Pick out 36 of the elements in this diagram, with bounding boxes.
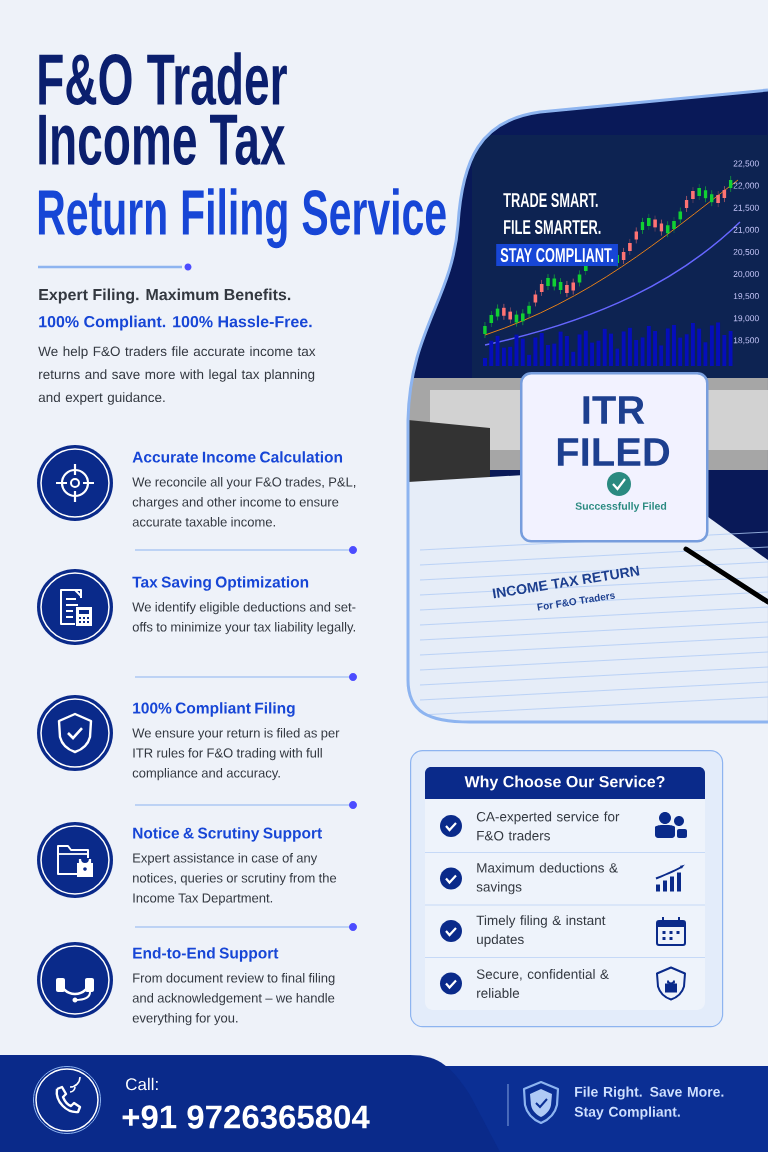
feature-heading: End-to-End Support	[133, 947, 279, 962]
reason-text: Maximum deductions & savings	[476, 862, 618, 895]
axis-label: 21,500	[733, 204, 759, 212]
axis-label: 19,500	[733, 293, 759, 301]
intro-text: We help F&O traders file accurate income tax returns and save more with legal tax planning and expert guidance.	[38, 346, 316, 405]
headline: F&O Trader Income Tax	[39, 52, 287, 166]
feature-heading: Notice & Scrutiny Support	[133, 827, 322, 842]
feature-heading: Accurate Income Calculation	[132, 451, 343, 463]
screen-text: FILE SMARTER.	[504, 219, 601, 235]
feature-heading: Tax Saving Optimization	[132, 576, 309, 591]
feature-description: We ensure your return is filed as per ITR rules for F&O trading with full compliance and accuracy.	[132, 728, 340, 781]
form-subtitle: For F&O Traders	[537, 593, 615, 611]
feature-heading: 100% Compliant Filing	[133, 702, 295, 717]
phone-number: +91 9726365804	[122, 1105, 370, 1129]
axis-label: 20,500	[733, 248, 759, 256]
axis-label: 20,000	[733, 271, 759, 278]
tagline: 100% Compliant. 100% Hassle-Free.	[39, 315, 312, 331]
headline: Return Filing Service	[38, 188, 446, 249]
axis-label: 21,000	[733, 226, 759, 234]
axis-label: 18,500	[733, 337, 759, 345]
slogan: File Right. Save More. Stay Compliant.	[574, 1086, 724, 1120]
screen-banner: STAY COMPLIANT.	[496, 243, 618, 267]
axis-label: 22,000	[733, 182, 759, 190]
feature-description: We identify eligible deductions and set-offs to minimize your tax liability legally.	[132, 602, 356, 635]
tagline: Expert Filing. Maximum Benefits.	[39, 288, 291, 304]
axis-label: 19,000	[733, 315, 759, 323]
feature-description: We reconcile all your F&O trades, P&L, charges and other income to ensure accurate taxable income.	[132, 477, 356, 527]
reason-text: CA-experted service for F&O traders	[476, 811, 620, 841]
feature-description: From document review to final filing and acknowledgement – we handle everything for you.	[132, 973, 335, 1026]
reason-text: Secure, confidential & reliable	[476, 969, 609, 998]
axis-label: 22,500	[733, 160, 759, 168]
call-label: Call:	[126, 1077, 158, 1091]
feature-description: Expert assistance in case of any notices, queries or scrutiny from the Income Tax Department.	[133, 853, 337, 906]
reason-text: Timely filing & instant updates	[476, 915, 606, 947]
screen-text: TRADE SMART.	[503, 192, 598, 208]
itr-filed-sign: ITR FILED Successfully Filed	[520, 372, 709, 543]
